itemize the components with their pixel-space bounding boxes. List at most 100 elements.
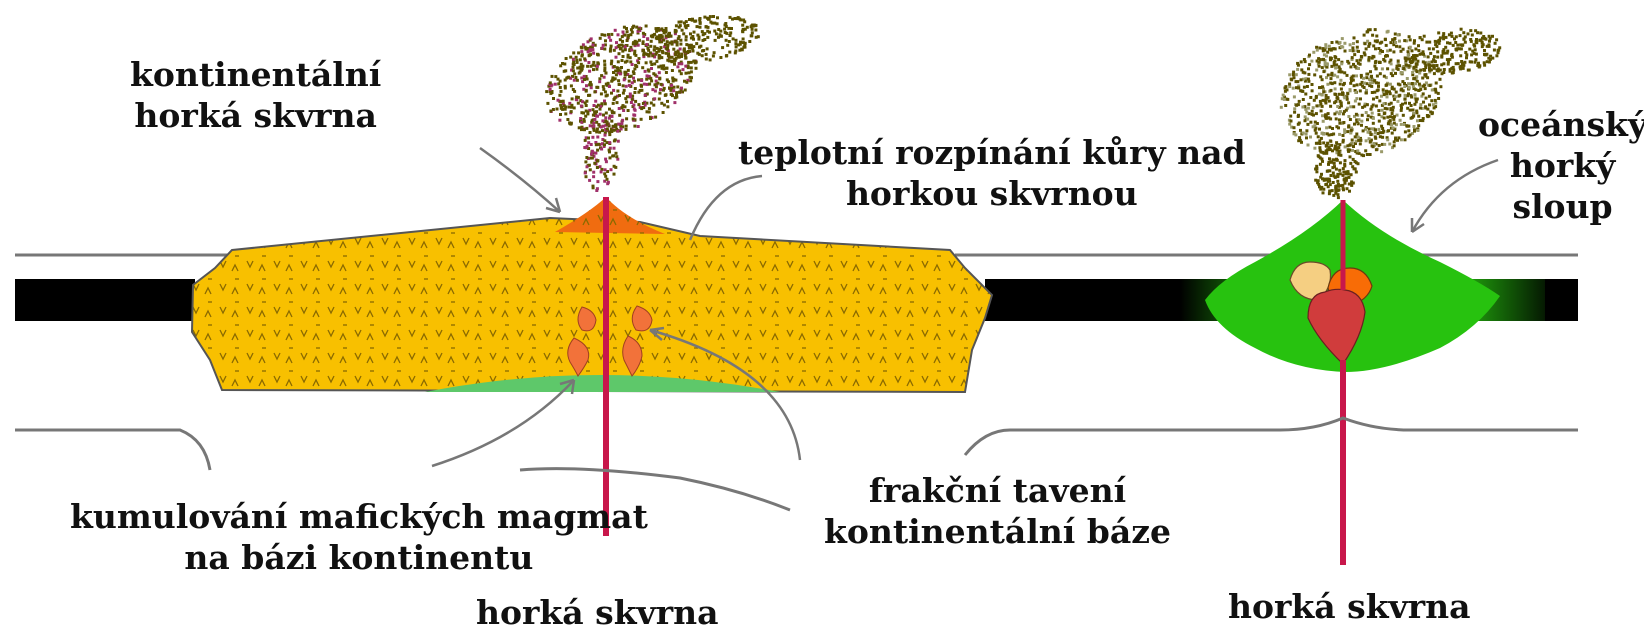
ash-particle: [668, 32, 671, 35]
ash-particle: [1349, 105, 1352, 108]
ash-particle: [1296, 68, 1299, 71]
ash-particle: [706, 30, 709, 33]
ash-particle: [656, 35, 659, 38]
ash-particle: [1289, 115, 1292, 118]
ash-particle: [615, 152, 618, 155]
ash-particle: [1433, 72, 1436, 75]
ash-particle: [1354, 135, 1357, 138]
ash-particle: [670, 40, 673, 43]
ash-particle: [1337, 193, 1340, 196]
ash-particle: [1346, 130, 1349, 133]
ash-particle: [1288, 73, 1291, 76]
ash-particle: [1381, 136, 1384, 139]
ash-particle: [1304, 119, 1307, 122]
ash-particle: [1293, 126, 1296, 129]
ash-particle: [656, 82, 659, 85]
ash-particle: [585, 110, 588, 113]
ash-particle: [680, 87, 683, 90]
ash-particle: [1307, 107, 1310, 110]
ash-particle: [1342, 134, 1345, 137]
ash-particle: [1379, 131, 1382, 134]
ash-particle: [718, 33, 721, 36]
ash-particle: [1436, 69, 1439, 72]
ash-particle: [1398, 64, 1401, 67]
ash-particle: [1395, 91, 1398, 94]
ash-particle: [559, 104, 562, 107]
ash-particle: [1325, 126, 1328, 129]
ash-particle: [1322, 58, 1325, 61]
ash-particle: [1311, 83, 1314, 86]
ash-particle: [1333, 93, 1336, 96]
ash-particle: [1413, 42, 1416, 45]
ash-particle: [1319, 58, 1322, 61]
ash-particle: [1378, 99, 1381, 102]
ash-particle: [664, 43, 667, 46]
ash-particle: [640, 79, 643, 82]
ash-particle: [1407, 135, 1410, 138]
ash-particle: [1428, 67, 1431, 70]
ash-particle: [1305, 129, 1308, 132]
ash-particle: [625, 27, 628, 30]
label-oceanic-plume: oceánský horký sloup: [1478, 104, 1644, 227]
ash-particle: [598, 131, 601, 134]
ash-particle: [621, 40, 624, 43]
ash-particle: [1435, 45, 1438, 48]
ash-particle: [591, 136, 594, 139]
ash-particle: [1447, 60, 1450, 63]
ash-particle: [1373, 65, 1376, 68]
ash-particle: [618, 114, 621, 117]
ash-particle: [564, 108, 567, 111]
ash-particle: [1299, 129, 1302, 132]
label-line: horkou skvrnou: [738, 173, 1246, 214]
leader-continental-hotspot: [480, 148, 560, 212]
ash-particle: [1475, 53, 1478, 56]
ash-particle: [1325, 152, 1328, 155]
ash-particle: [1380, 95, 1383, 98]
ash-particle: [1444, 46, 1447, 49]
ash-particle: [663, 104, 666, 107]
ash-particle: [1471, 34, 1474, 37]
ash-particle: [1354, 100, 1357, 103]
ash-particle: [1413, 103, 1416, 106]
ash-particle: [1417, 124, 1420, 127]
ash-particle: [624, 48, 627, 51]
ash-particle: [1377, 88, 1380, 91]
ash-particle: [1407, 129, 1410, 132]
ash-particle: [691, 18, 694, 21]
ash-particle: [1365, 111, 1368, 114]
ash-particle: [1335, 125, 1338, 128]
ash-particle: [598, 80, 601, 83]
ash-particle: [1303, 86, 1306, 89]
ash-particle: [1335, 66, 1338, 69]
ash-particle: [584, 171, 587, 174]
ash-particle: [1304, 60, 1307, 63]
ash-particle: [1474, 58, 1477, 61]
ash-particle: [1333, 101, 1336, 104]
ash-particle: [674, 59, 677, 62]
ash-particle: [1416, 63, 1419, 66]
ash-particle: [590, 143, 593, 146]
ash-particle: [1347, 150, 1350, 153]
ash-particle: [1462, 31, 1465, 34]
ash-particle: [666, 48, 669, 51]
ash-particle: [627, 109, 630, 112]
ash-particle: [665, 27, 668, 30]
label-line: kontinentální báze: [824, 511, 1171, 552]
ash-particle: [1440, 56, 1443, 59]
ash-particle: [676, 41, 679, 44]
ash-particle: [1403, 98, 1406, 101]
ash-particle: [583, 120, 586, 123]
ash-particle: [615, 155, 618, 158]
ash-particle: [606, 178, 609, 181]
ash-particle: [1389, 59, 1392, 62]
ash-particle: [1302, 132, 1305, 135]
ash-particle: [1380, 41, 1383, 44]
ash-particle: [647, 68, 650, 71]
ash-particle: [1328, 126, 1331, 129]
ash-particle: [647, 49, 650, 52]
ash-particle: [1399, 119, 1402, 122]
ash-particle: [649, 117, 652, 120]
ash-particle: [612, 77, 615, 80]
ash-particle: [1359, 59, 1362, 62]
ash-particle: [1317, 154, 1320, 157]
